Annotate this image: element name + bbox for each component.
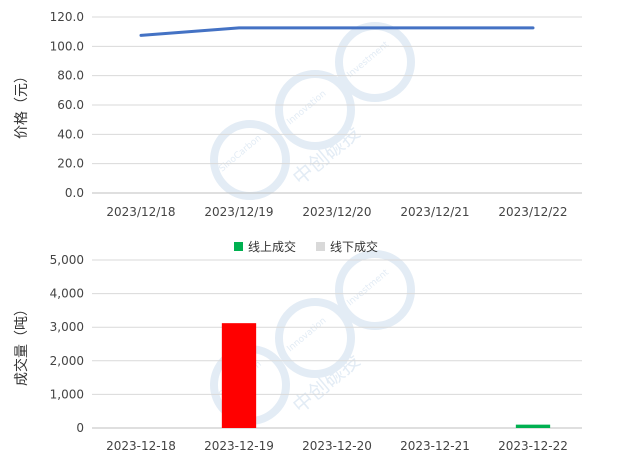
watermark-cn-text: 中创碳投 <box>288 120 365 190</box>
volume-y-tick-label: 5,000 <box>50 253 84 267</box>
volume-bar-2023-12-22 <box>515 424 551 428</box>
price-y-tick-label: 20.0 <box>57 157 84 171</box>
price-y-tick-label: 100.0 <box>50 39 84 53</box>
watermark-ring-1 <box>210 120 290 200</box>
price-y-tick-label: 120.0 <box>50 10 84 24</box>
price-y-ticks: 0.0 20.0 40.0 60.0 80.0 100.0 120.0 <box>50 10 84 200</box>
volume-x-tick-label: 2023-12-18 <box>106 439 176 453</box>
legend-label-offline: 线下成交 <box>330 239 378 254</box>
volume-y-tick-label: 4,000 <box>50 287 84 301</box>
watermark-ring-text-3: Investment <box>346 40 392 81</box>
price-y-tick-label: 80.0 <box>57 69 84 83</box>
price-x-tick-label: 2023/12/21 <box>400 205 469 219</box>
legend-swatch-offline <box>316 242 325 251</box>
legend-label-online: 线上成交 <box>248 239 296 254</box>
volume-y-tick-label: 3,000 <box>50 320 84 334</box>
volume-x-tick-label: 2023-12-21 <box>400 439 470 453</box>
price-y-tick-label: 40.0 <box>57 127 84 141</box>
volume-gridlines <box>92 259 582 429</box>
volume-y-tick-label: 1,000 <box>50 387 84 401</box>
watermark-ring-text-3: Investment <box>346 268 392 309</box>
volume-x-tick-label: 2023-12-19 <box>204 439 274 453</box>
watermark-ring-2 <box>275 298 355 378</box>
watermark-top: SinoCarbon Innovation Investment 中创碳投 <box>210 22 415 200</box>
volume-legend: 线上成交 线下成交 <box>234 239 378 254</box>
price-x-tick-label: 2023/12/18 <box>106 205 175 219</box>
volume-y-tick-label: 0 <box>76 421 84 435</box>
price-x-ticks: 2023/12/18 2023/12/19 2023/12/20 2023/12/21… <box>106 205 567 219</box>
volume-bars <box>221 323 551 428</box>
volume-x-ticks: 2023-12-18 2023-12-19 2023-12-20 2023-12-21… <box>106 439 568 453</box>
price-series <box>139 26 535 37</box>
legend-swatch-online <box>234 242 243 251</box>
volume-bar-2023-12-19 <box>221 323 257 428</box>
watermark-ring-text-2: Innovation <box>286 89 329 127</box>
price-line <box>139 26 535 37</box>
price-y-tick-label: 0.0 <box>65 186 84 200</box>
volume-y-ticks: 0 1,000 2,000 3,000 4,000 5,000 <box>50 253 84 435</box>
price-y-axis-label: 价格（元） <box>14 69 30 139</box>
watermark-cn-text: 中创碳投 <box>288 348 365 418</box>
volume-y-tick-label: 2,000 <box>50 354 84 368</box>
volume-x-tick-label: 2023-12-20 <box>302 439 372 453</box>
price-x-tick-label: 2023/12/22 <box>498 205 567 219</box>
watermark-ring-3 <box>335 250 415 330</box>
watermark-ring-2 <box>275 70 355 150</box>
watermark-ring-text-2: Innovation <box>286 316 329 354</box>
watermark-ring-3 <box>335 22 415 102</box>
price-y-tick-label: 60.0 <box>57 98 84 112</box>
volume-x-tick-label: 2023-12-22 <box>498 439 568 453</box>
price-gridlines <box>92 16 582 194</box>
volume-y-axis-label: 成交量（吨） <box>13 302 30 386</box>
price-x-tick-label: 2023/12/20 <box>302 205 371 219</box>
price-x-tick-label: 2023/12/19 <box>204 205 273 219</box>
